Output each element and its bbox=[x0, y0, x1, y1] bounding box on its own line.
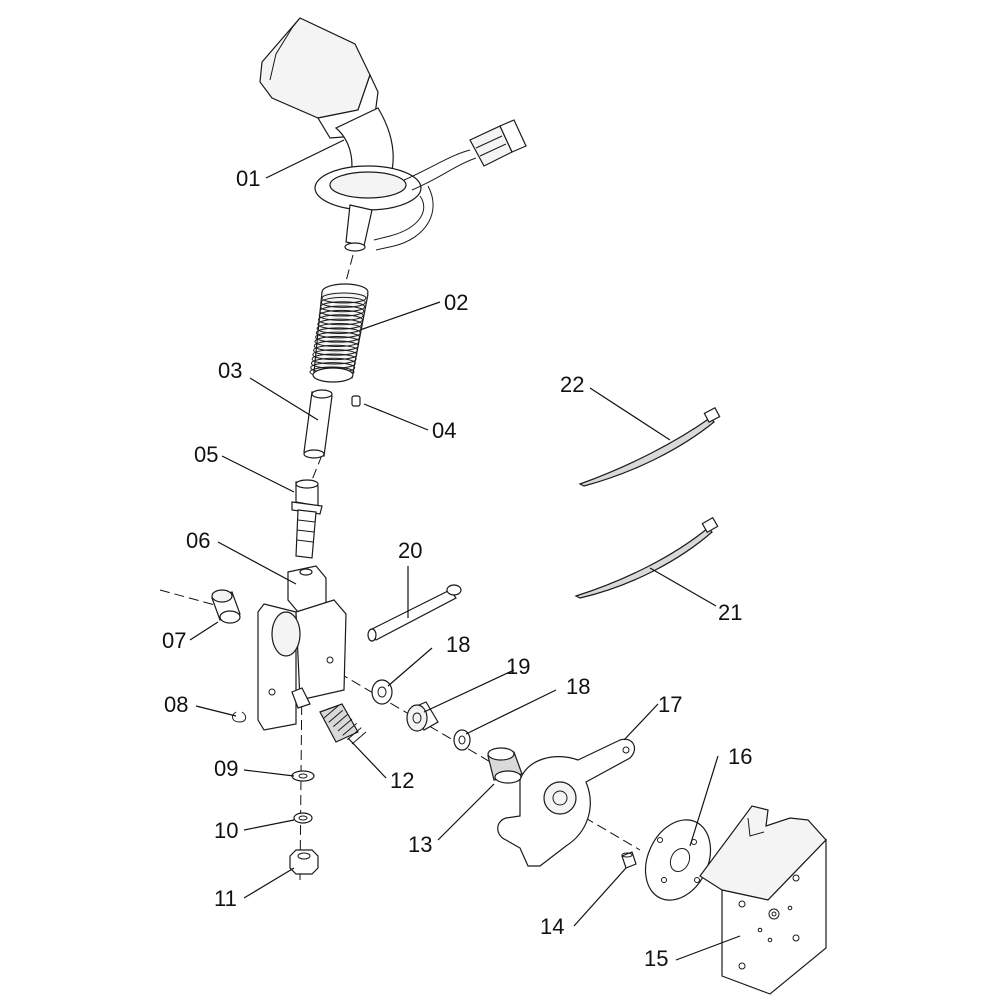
part-05-adapter-bolt bbox=[291, 479, 323, 559]
label-01: 01 bbox=[236, 166, 260, 191]
part-19-spacer bbox=[406, 701, 439, 732]
label-13: 13 bbox=[408, 832, 432, 857]
label-03: 03 bbox=[218, 358, 242, 383]
label-10: 10 bbox=[214, 818, 238, 843]
part-10-spring-washer bbox=[293, 812, 313, 824]
label-21: 21 bbox=[718, 600, 742, 625]
part-08-clip bbox=[232, 711, 247, 723]
part-21-cable-tie bbox=[574, 516, 719, 599]
label-07: 07 bbox=[162, 628, 186, 653]
label-05: 05 bbox=[194, 442, 218, 467]
part-04-pin bbox=[351, 395, 361, 407]
label-17: 17 bbox=[658, 692, 682, 717]
part-01-joystick-handle bbox=[259, 17, 527, 252]
label-19: 19 bbox=[506, 654, 530, 679]
label-11: 11 bbox=[214, 886, 237, 911]
label-02: 02 bbox=[444, 290, 468, 315]
part-20-pivot-pin bbox=[367, 584, 462, 642]
label-14: 14 bbox=[540, 914, 564, 939]
part-09-washer bbox=[291, 770, 315, 782]
part-18a-washer bbox=[371, 679, 393, 705]
part-15-mounting-bracket bbox=[699, 805, 827, 995]
part-14-stud bbox=[621, 851, 637, 869]
label-16: 16 bbox=[728, 744, 752, 769]
label-04: 04 bbox=[432, 418, 456, 443]
label-18b: 18 bbox=[566, 674, 590, 699]
label-20: 20 bbox=[398, 538, 422, 563]
part-labels: 01 02 03 04 05 06 07 08 09 10 11 12 13 1… bbox=[162, 166, 752, 971]
label-15: 15 bbox=[644, 946, 668, 971]
part-13-bushing bbox=[487, 747, 523, 784]
part-12-coil-spring bbox=[319, 703, 367, 745]
mounting-holes bbox=[738, 874, 800, 970]
label-18a: 18 bbox=[446, 632, 470, 657]
label-12: 12 bbox=[390, 768, 414, 793]
part-22-cable-tie bbox=[578, 406, 721, 487]
label-22: 22 bbox=[560, 372, 584, 397]
plunger bbox=[291, 687, 311, 709]
part-11-nut bbox=[289, 849, 319, 875]
part-06-yoke-bracket bbox=[257, 565, 347, 731]
part-17-cam-plate bbox=[497, 738, 635, 867]
part-02-bellows-spring bbox=[309, 283, 369, 383]
part-03-sleeve bbox=[303, 389, 333, 459]
label-06: 06 bbox=[186, 528, 210, 553]
leader-lines bbox=[189, 139, 741, 961]
part-16-flange-plate bbox=[644, 819, 712, 901]
label-08: 08 bbox=[164, 692, 188, 717]
part-18b-washer bbox=[453, 729, 471, 751]
label-09: 09 bbox=[214, 756, 238, 781]
part-07-bushing bbox=[211, 589, 241, 624]
